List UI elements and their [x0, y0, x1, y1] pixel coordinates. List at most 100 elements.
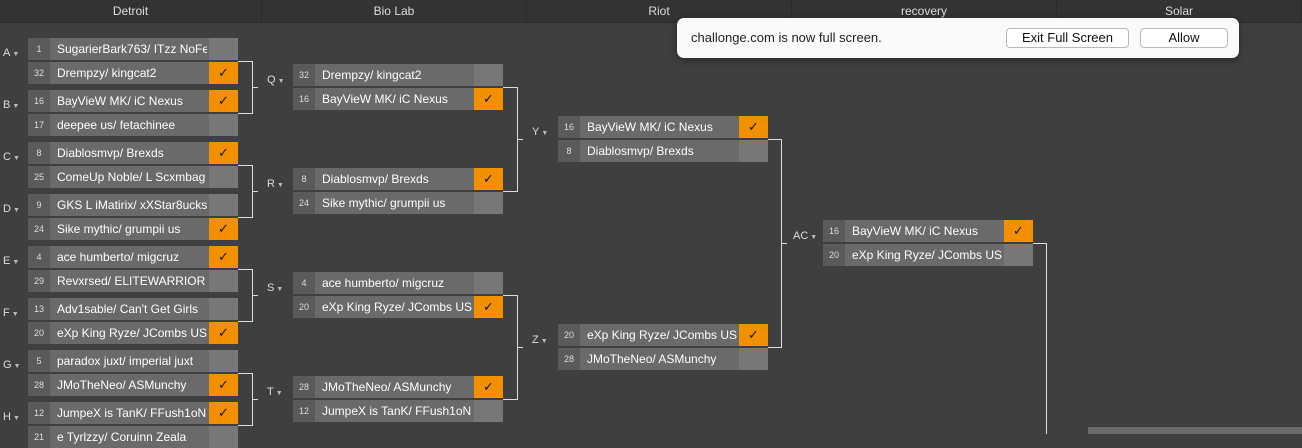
match-identifier: S — [267, 282, 275, 294]
allow-button[interactable]: Allow — [1140, 28, 1228, 48]
match-identifier-menu[interactable]: F▼ — [3, 306, 19, 320]
seed-number: 16 — [823, 220, 845, 242]
score-cell — [739, 348, 768, 370]
bracket-connector-line — [503, 399, 517, 400]
match-participant-row[interactable]: 17 deepee us/ fetachinee — [28, 114, 238, 136]
participant-name: JumpeX is TanK/ FFush1oN — [57, 406, 207, 420]
winner-check-icon: ✓ — [209, 90, 238, 112]
bracket-connector-line — [1033, 243, 1046, 244]
bracket-connector-line — [517, 347, 523, 348]
match-identifier-menu[interactable]: T▼ — [267, 385, 283, 399]
participant-name: ace humberto/ migcruz — [57, 250, 180, 264]
score-cell — [209, 298, 238, 320]
match-identifier-menu[interactable]: AC▼ — [793, 229, 817, 243]
match-identifier: Z — [532, 334, 539, 346]
participant-name: Diablosmvp/ Brexds — [587, 144, 694, 158]
participant-name: eXp King Ryze/ JCombs US — [587, 328, 737, 342]
seed-number: 12 — [28, 402, 50, 424]
participant-name: paradox juxt/ imperial juxt — [57, 354, 194, 368]
participant-name: deepee us/ fetachinee — [57, 118, 176, 132]
match-identifier-menu[interactable]: E▼ — [3, 254, 19, 268]
seed-number: 24 — [28, 218, 50, 240]
winner-check-icon: ✓ — [1004, 220, 1033, 242]
match-identifier-menu[interactable]: A▼ — [3, 46, 19, 60]
score-cell — [209, 38, 238, 60]
participant-name: Drempzy/ kingcat2 — [57, 66, 157, 80]
match-identifier-menu[interactable]: Q▼ — [267, 73, 285, 87]
match-identifier-menu[interactable]: R▼ — [267, 177, 284, 191]
score-cell — [474, 400, 503, 422]
score-cell — [209, 426, 238, 448]
seed-number: 20 — [28, 322, 50, 344]
seed-number: 17 — [28, 114, 50, 136]
match-identifier-menu[interactable]: Z▼ — [532, 333, 548, 347]
match-identifier-menu[interactable]: S▼ — [267, 281, 283, 295]
seed-number: 32 — [28, 62, 50, 84]
match-identifier-menu[interactable]: H▼ — [3, 410, 20, 424]
bracket-connector-line — [238, 373, 252, 374]
caret-down-icon: ▼ — [13, 363, 21, 370]
match-identifier-menu[interactable]: B▼ — [3, 98, 19, 112]
match-identifier-menu[interactable]: G▼ — [3, 358, 21, 372]
match-identifier-menu[interactable]: Y▼ — [532, 125, 548, 139]
caret-down-icon: ▼ — [12, 155, 20, 162]
match-identifier-menu[interactable]: D▼ — [3, 202, 20, 216]
seed-number: 20 — [558, 324, 580, 346]
winner-check-icon: ✓ — [209, 322, 238, 344]
seed-number: 16 — [558, 116, 580, 138]
participant-name: BayVieW MK/ iC Nexus — [587, 120, 713, 134]
exit-full-screen-button[interactable]: Exit Full Screen — [1006, 28, 1129, 48]
fullscreen-notice: challonge.com is now full screen. Exit F… — [677, 18, 1239, 58]
seed-number: 4 — [28, 246, 50, 268]
caret-down-icon: ▼ — [540, 338, 548, 345]
score-cell — [209, 166, 238, 188]
seed-number: 32 — [293, 64, 315, 86]
winner-check-icon: ✓ — [474, 168, 503, 190]
match-identifier-menu[interactable]: C▼ — [3, 150, 20, 164]
